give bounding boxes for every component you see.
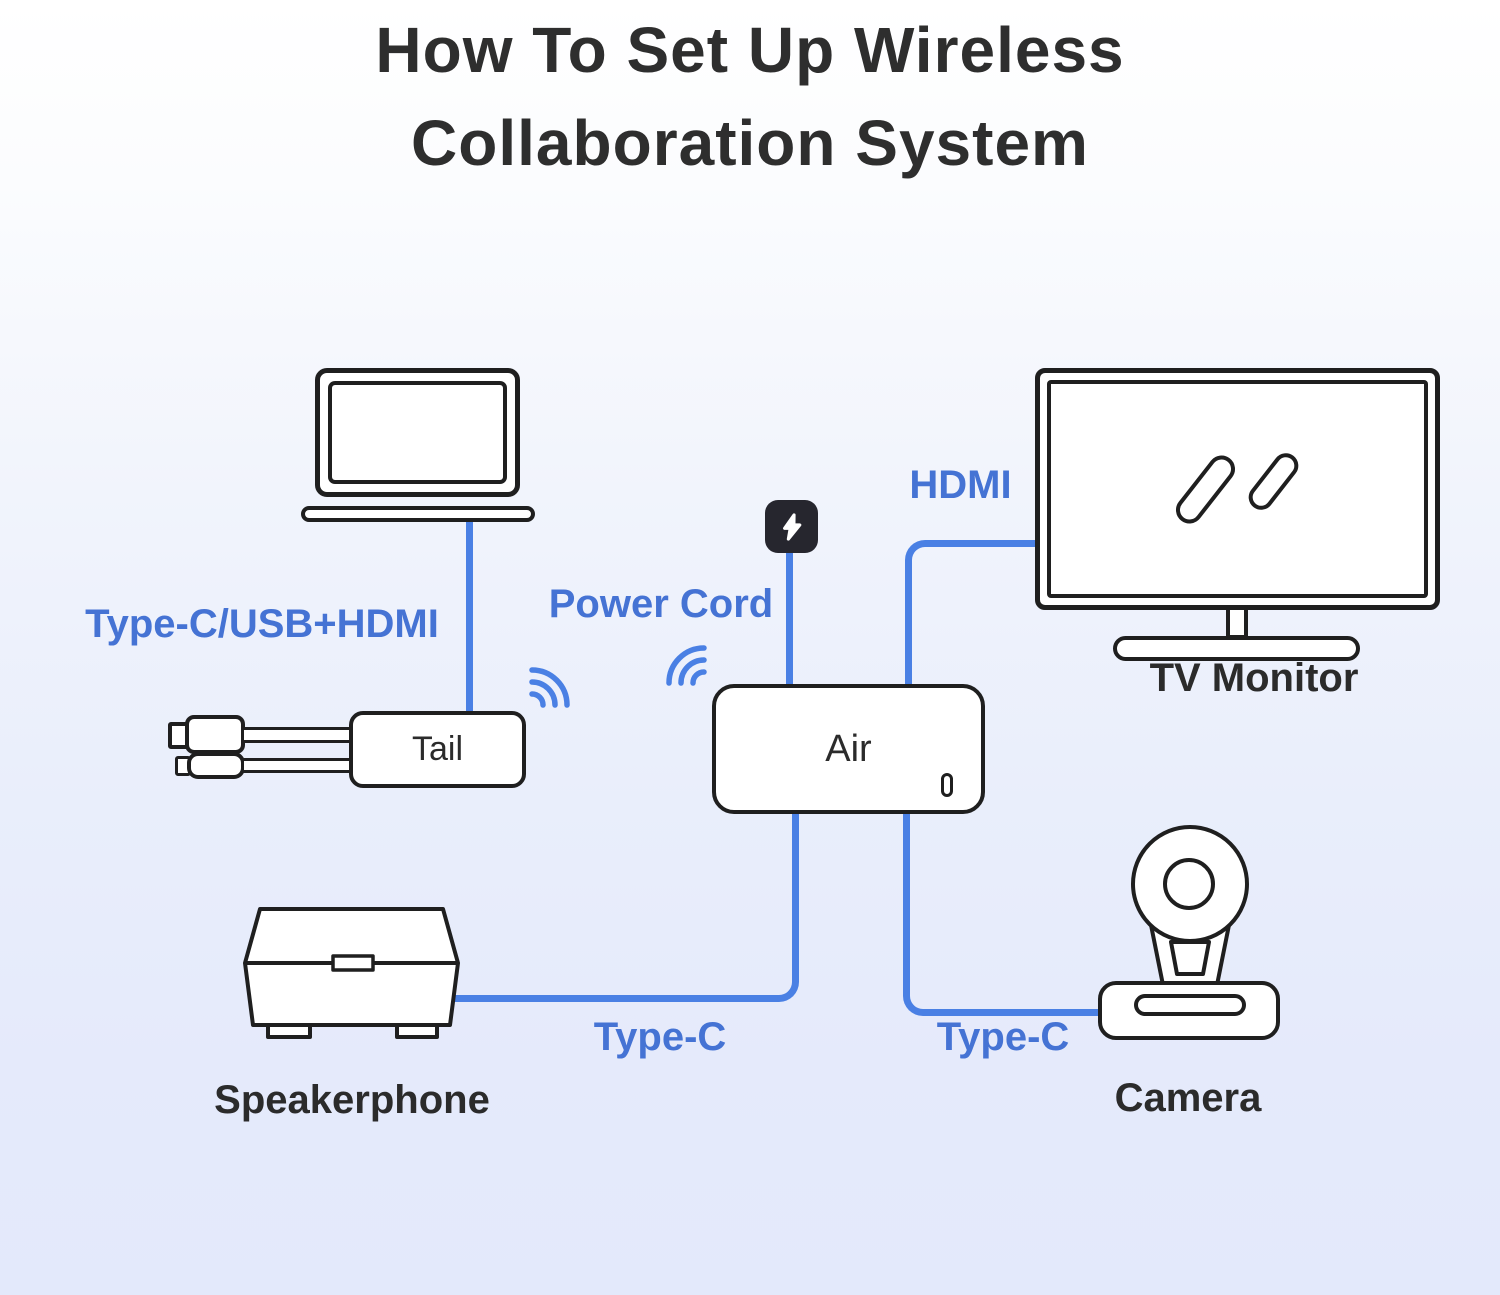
camera-lens xyxy=(1163,858,1215,910)
laptop-base xyxy=(301,506,535,522)
usb-plug-body xyxy=(187,752,245,779)
page-title-line2: Collaboration System xyxy=(411,107,1089,179)
power-adapter xyxy=(765,500,818,553)
tail-label: Tail xyxy=(411,730,464,768)
cable-hdmi-air-to-tv xyxy=(905,540,1043,692)
cable-air-to-speakerphone xyxy=(448,812,799,1002)
speakerphone-device xyxy=(243,907,460,1039)
label-power-cord: Power Cord xyxy=(548,582,774,626)
label-type-c-speakerphone: Type-C xyxy=(593,1015,727,1059)
tail-device: Tail xyxy=(349,711,526,788)
page-title-line1: How To Set Up Wireless xyxy=(375,14,1125,86)
cable-laptop-to-tail xyxy=(466,520,473,712)
camera-neck-cutout xyxy=(1169,940,1211,976)
air-label: Air xyxy=(825,727,872,770)
label-type-c-usb-hdmi: Type-C/USB+HDMI xyxy=(85,602,439,646)
label-speakerphone: Speakerphone xyxy=(214,1078,490,1122)
laptop-screen xyxy=(315,368,520,497)
label-type-c-camera: Type-C xyxy=(936,1015,1070,1059)
wifi-signal-icon xyxy=(666,645,707,686)
air-device: Air xyxy=(712,684,985,814)
cable-power-to-air xyxy=(786,550,793,685)
label-hdmi: HDMI xyxy=(909,463,1012,507)
wifi-signal-icon xyxy=(529,667,570,708)
tv-stand-base xyxy=(1113,636,1360,661)
tv-monitor xyxy=(1035,368,1440,610)
camera-device xyxy=(1098,825,1280,1040)
hdmi-plug-body xyxy=(185,715,245,754)
camera-base-slot xyxy=(1134,994,1246,1016)
page-title: How To Set Up Wireless Collaboration Sys… xyxy=(0,0,1500,190)
tv-screen xyxy=(1047,380,1428,598)
cable-air-to-camera xyxy=(903,812,1110,1016)
label-camera: Camera xyxy=(1114,1076,1262,1120)
laptop-display xyxy=(328,381,507,484)
label-tv-monitor: TV Monitor xyxy=(1149,656,1359,700)
hdmi-plug-cable xyxy=(241,727,355,743)
tv-stand-neck xyxy=(1226,606,1248,639)
usb-plug-cable xyxy=(241,758,355,773)
speakerphone-clasp xyxy=(331,954,375,972)
air-power-indicator xyxy=(941,773,953,797)
lightning-bolt-icon xyxy=(782,512,801,541)
